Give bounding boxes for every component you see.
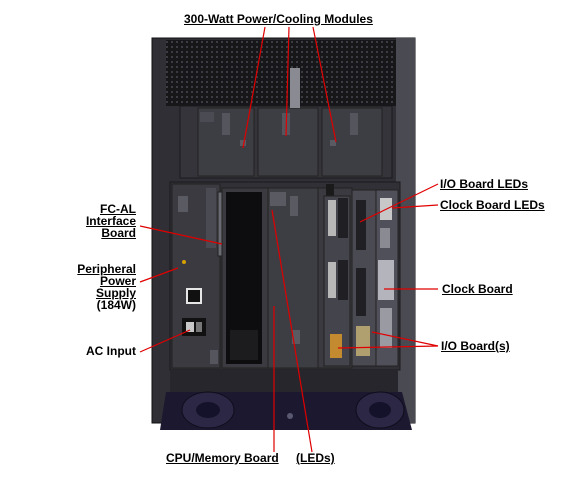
label-ac-input: AC Input — [86, 345, 136, 357]
left-peripheral-section — [172, 184, 220, 368]
label-io-boards: I/O Board(s) — [441, 340, 510, 352]
label-clock-board: Clock Board — [442, 283, 513, 295]
io-boards — [324, 190, 376, 366]
label-leds: (LEDs) — [296, 452, 335, 464]
cpu-memory-board — [222, 188, 268, 368]
chassis-base — [160, 370, 412, 430]
label-clock-board-leds: Clock Board LEDs — [440, 199, 545, 211]
label-io-board-leds: I/O Board LEDs — [440, 178, 528, 190]
label-cpu-memory-board: CPU/Memory Board — [166, 452, 279, 464]
clock-board — [376, 190, 398, 366]
label-periph-line4: (184W) — [97, 299, 136, 311]
label-power-cooling-modules: 300-Watt Power/Cooling Modules — [184, 13, 373, 25]
top-vent-grille — [166, 40, 396, 106]
label-fcal-line3: Board — [101, 227, 136, 239]
